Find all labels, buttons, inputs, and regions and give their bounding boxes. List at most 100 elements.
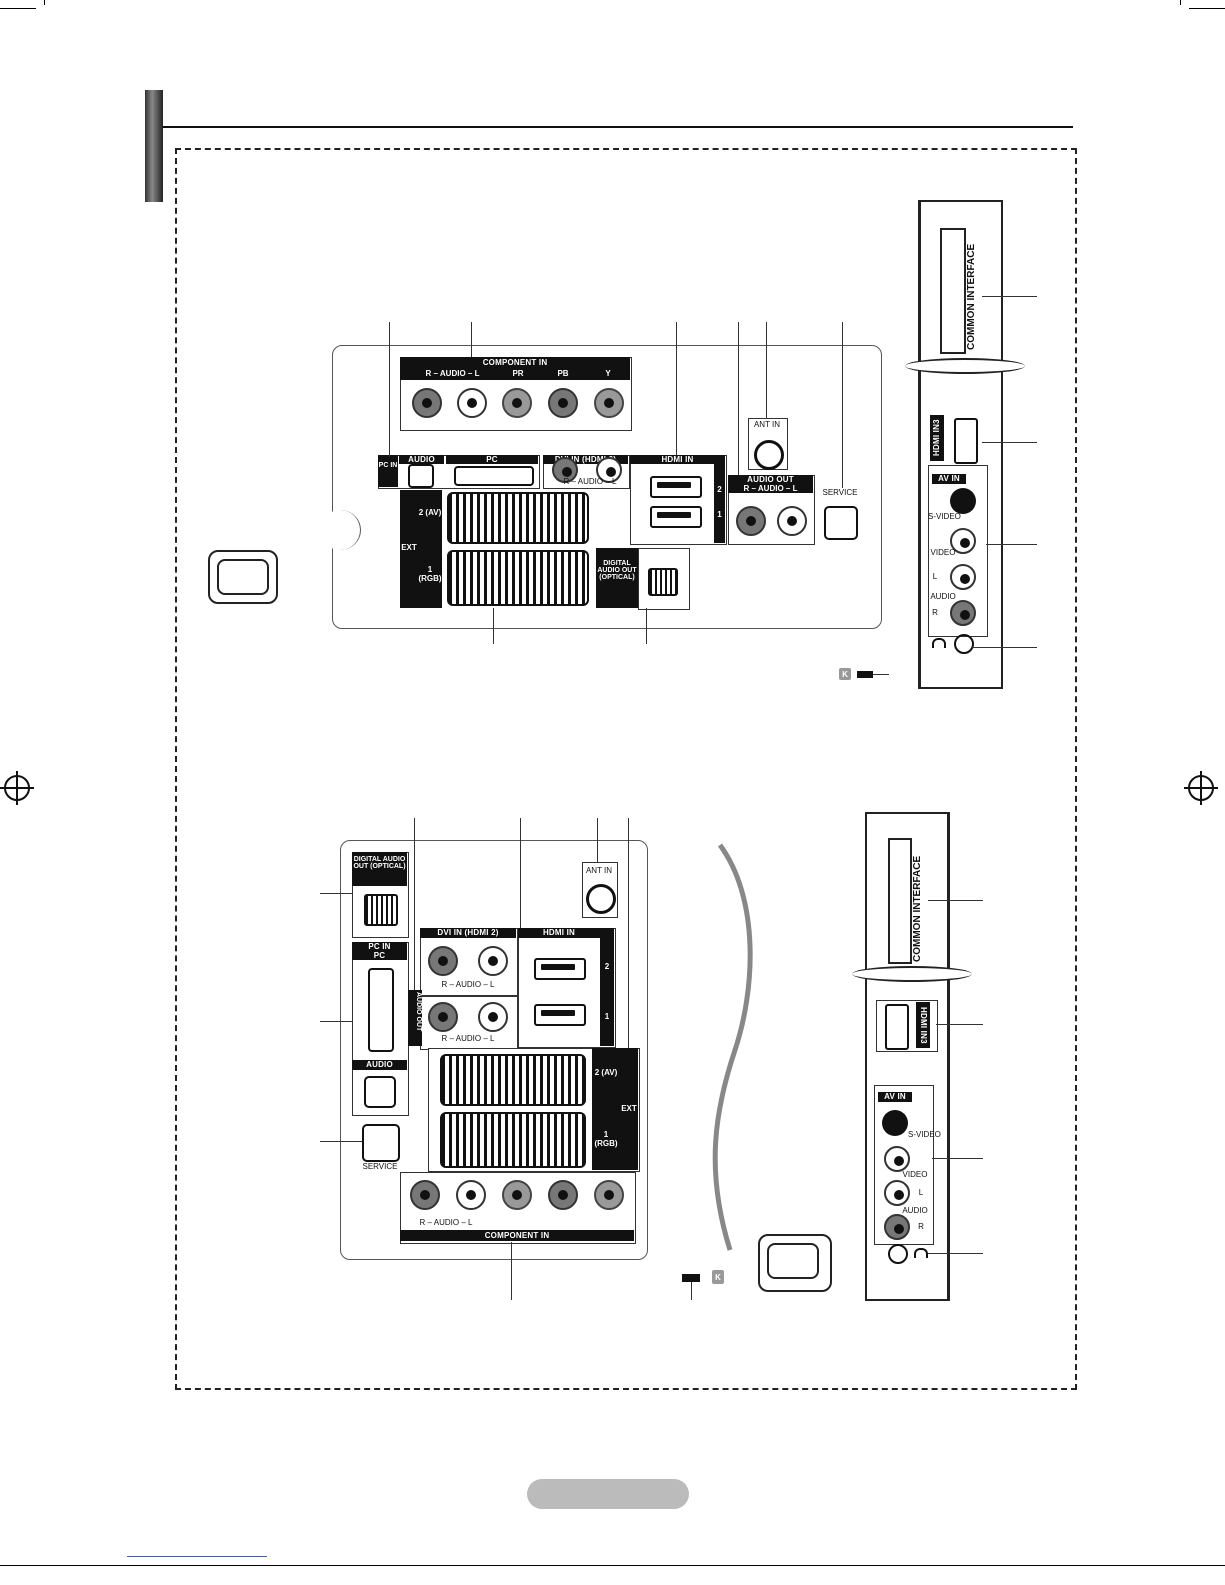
crop-mark (44, 0, 45, 5)
registration-mark (0, 771, 34, 805)
b-comp-audio-l-jack[interactable] (456, 1180, 486, 1210)
b-service-jack[interactable] (362, 1124, 400, 1162)
common-interface-slot[interactable] (940, 228, 966, 354)
b-side-audio-l-jack[interactable] (884, 1180, 910, 1206)
b-pb-jack[interactable] (548, 1180, 578, 1210)
b-side-audio-r-label: R (918, 1222, 924, 1231)
b-side-audio-l-label: L (918, 1188, 924, 1197)
b-audio-out-l-jack[interactable] (478, 1002, 508, 1032)
hdmi-1-port[interactable] (650, 506, 702, 528)
audio-out-rl-label: R – AUDIO – L (743, 484, 798, 493)
pb-jack[interactable] (548, 388, 578, 418)
side-audio-l-jack[interactable] (950, 564, 976, 590)
b-ext-2-label: 2 (AV) (594, 1068, 618, 1077)
hdmi-in3-port[interactable] (954, 418, 978, 464)
crop-mark (1189, 8, 1225, 9)
b-hdmi-in3-label: HDMI IN3 (916, 1002, 930, 1048)
service-label: SERVICE (822, 488, 858, 497)
y-label: Y (605, 369, 611, 378)
dvi-audio-l-jack[interactable] (596, 457, 622, 483)
audio-out-l-jack[interactable] (777, 506, 807, 536)
b-scart-1-port[interactable] (440, 1112, 586, 1168)
b-optical-label: DIGITAL AUDIO OUT (OPTICAL) (353, 856, 406, 870)
figure-frame (175, 148, 1077, 1390)
dvi-audio-r-jack[interactable] (552, 457, 578, 483)
service-jack[interactable] (824, 506, 858, 540)
hdmi-2-port[interactable] (650, 476, 702, 498)
b-dvi-audio-rl-label: R – AUDIO – L (441, 980, 495, 989)
b-y-jack[interactable] (594, 1180, 624, 1210)
b-common-interface-slot[interactable] (888, 838, 912, 964)
b-pc-audio-jack[interactable] (364, 1076, 396, 1108)
b-audio-out-r-jack[interactable] (428, 1002, 458, 1032)
crop-mark (0, 8, 36, 9)
b-comp-audio-rl-label: R – AUDIO – L (419, 1218, 473, 1227)
y-jack[interactable] (594, 388, 624, 418)
page-number-pill (527, 1479, 689, 1509)
break-mark (905, 358, 1025, 374)
hdmi-in3-label: HDMI IN3 (930, 415, 944, 461)
ext-2-label: 2 (AV) (418, 508, 442, 517)
component-in-label: COMPONENT IN (400, 357, 630, 368)
b-pr-jack[interactable] (502, 1180, 532, 1210)
optical-port[interactable] (648, 568, 678, 596)
video-label: VIDEO (930, 548, 956, 557)
pb-label: PB (557, 369, 569, 378)
b-hdmi-in3-port[interactable] (885, 1004, 909, 1050)
vga-port[interactable] (454, 466, 534, 486)
optical-label: DIGITAL AUDIO OUT (OPTICAL) (597, 560, 637, 581)
b-ant-in-port[interactable] (586, 884, 616, 914)
b-side-audio-label: AUDIO (902, 1206, 928, 1215)
side-video-jack[interactable] (950, 528, 976, 554)
b-kensington-k-label: K (715, 1273, 721, 1282)
footer-link-line (127, 1556, 267, 1557)
b-dvi-audio-r-jack[interactable] (428, 946, 458, 976)
b-headphone-jack[interactable] (888, 1244, 908, 1264)
common-interface-label: COMMON INTERFACE (966, 243, 977, 350)
s-video-port[interactable] (950, 488, 976, 514)
dvi-in-label: DVI IN (HDMI 2) (543, 455, 628, 464)
b-dvi-audio-l-jack[interactable] (478, 946, 508, 976)
b-s-video-port[interactable] (882, 1110, 908, 1136)
ext-label: EXT (401, 543, 417, 552)
bottom-rule (0, 1565, 1225, 1566)
side-audio-label: AUDIO (930, 592, 956, 601)
b-kensington-lock-icon (712, 1270, 724, 1284)
side-audio-r-label: R (932, 608, 938, 617)
headphone-jack[interactable] (954, 634, 974, 654)
power-inlet-icon (208, 550, 278, 604)
hdmi-1-label: 1 (717, 510, 722, 519)
ant-in-port[interactable] (754, 440, 784, 470)
section-title-bar (145, 90, 163, 202)
b-hdmi-1-port[interactable] (534, 1004, 586, 1026)
ant-in-label: ANT IN (753, 420, 781, 429)
hdmi-2-label: 2 (717, 485, 722, 494)
audio-out-r-jack[interactable] (736, 506, 766, 536)
b-headphone-icon (914, 1248, 928, 1258)
b-dvi-in-label: DVI IN (HDMI 2) (420, 928, 516, 938)
title-rule (163, 126, 1073, 128)
pc-audio-jack[interactable] (408, 464, 434, 488)
audio-l-jack[interactable] (457, 388, 487, 418)
b-audio-out-rl-label: R – AUDIO – L (441, 1034, 495, 1043)
b-side-audio-r-jack[interactable] (884, 1214, 910, 1240)
scart-1-port[interactable] (447, 550, 589, 606)
b-scart-2-port[interactable] (440, 1054, 586, 1106)
b-side-video-jack[interactable] (884, 1146, 910, 1172)
pr-label: PR (512, 369, 524, 378)
b-pc-audio-label: AUDIO (352, 1060, 407, 1070)
side-audio-r-jack[interactable] (950, 600, 976, 626)
b-comp-audio-r-jack[interactable] (410, 1180, 440, 1210)
b-optical-port[interactable] (364, 894, 398, 926)
audio-r-jack[interactable] (412, 388, 442, 418)
kensington-k-label: K (842, 670, 848, 679)
b-av-in-label: AV IN (878, 1092, 912, 1102)
pr-jack[interactable] (502, 388, 532, 418)
registration-mark (1184, 771, 1218, 805)
b-hdmi-2-port[interactable] (534, 958, 586, 980)
b-pc-label: PC (352, 951, 407, 960)
scart-2-port[interactable] (447, 492, 589, 544)
b-vga-port[interactable] (368, 968, 394, 1052)
pc-in-label: PC IN (378, 462, 398, 469)
kensington-slot (857, 671, 873, 678)
